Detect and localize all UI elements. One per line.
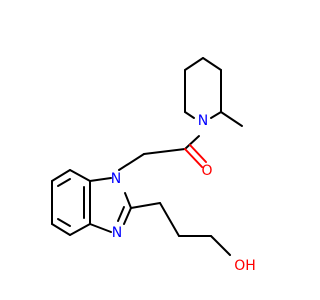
bond — [210, 111, 222, 119]
aromatic-bond — [57, 218, 71, 227]
bond — [69, 223, 91, 236]
bond — [123, 207, 132, 225]
bond — [184, 111, 195, 119]
bond — [210, 235, 231, 256]
amide-linker — [118, 135, 207, 171]
atom-n-piperidine: N — [198, 113, 208, 129]
bond — [69, 169, 91, 182]
aromatic-bond — [57, 178, 71, 187]
atom-label-n: N — [111, 171, 121, 187]
bond — [118, 153, 145, 171]
atom-n-imidazole-3: N — [112, 225, 122, 241]
bond — [202, 57, 222, 71]
carbonyl-bond — [189, 144, 207, 163]
aromatic-bond — [117, 206, 125, 222]
atom-label-o: O — [201, 163, 212, 179]
atom-label-oh: OH — [234, 258, 256, 274]
bond — [124, 192, 132, 209]
bond — [159, 202, 180, 237]
bond — [184, 135, 200, 150]
chemical-structure-diagram: N O N N OH — [51, 57, 256, 274]
carbonyl-bond — [184, 148, 203, 168]
hydroxyethyl-chain — [130, 202, 231, 256]
methyl-bond — [220, 111, 243, 127]
bond — [89, 177, 112, 182]
benzene-ring — [51, 169, 91, 236]
bond — [130, 202, 161, 209]
bond — [51, 223, 71, 236]
piperidine-ring — [184, 57, 243, 127]
imidazole-ring — [89, 177, 132, 233]
bond — [51, 169, 71, 182]
atom-n-imidazole-1: N — [111, 171, 121, 187]
atom-label-n: N — [198, 113, 208, 129]
bond — [89, 223, 112, 233]
bond — [143, 148, 186, 155]
atom-oh: OH — [234, 258, 256, 274]
bond — [184, 57, 204, 71]
atom-o-carbonyl: O — [201, 163, 212, 179]
atom-label-n: N — [112, 225, 122, 241]
